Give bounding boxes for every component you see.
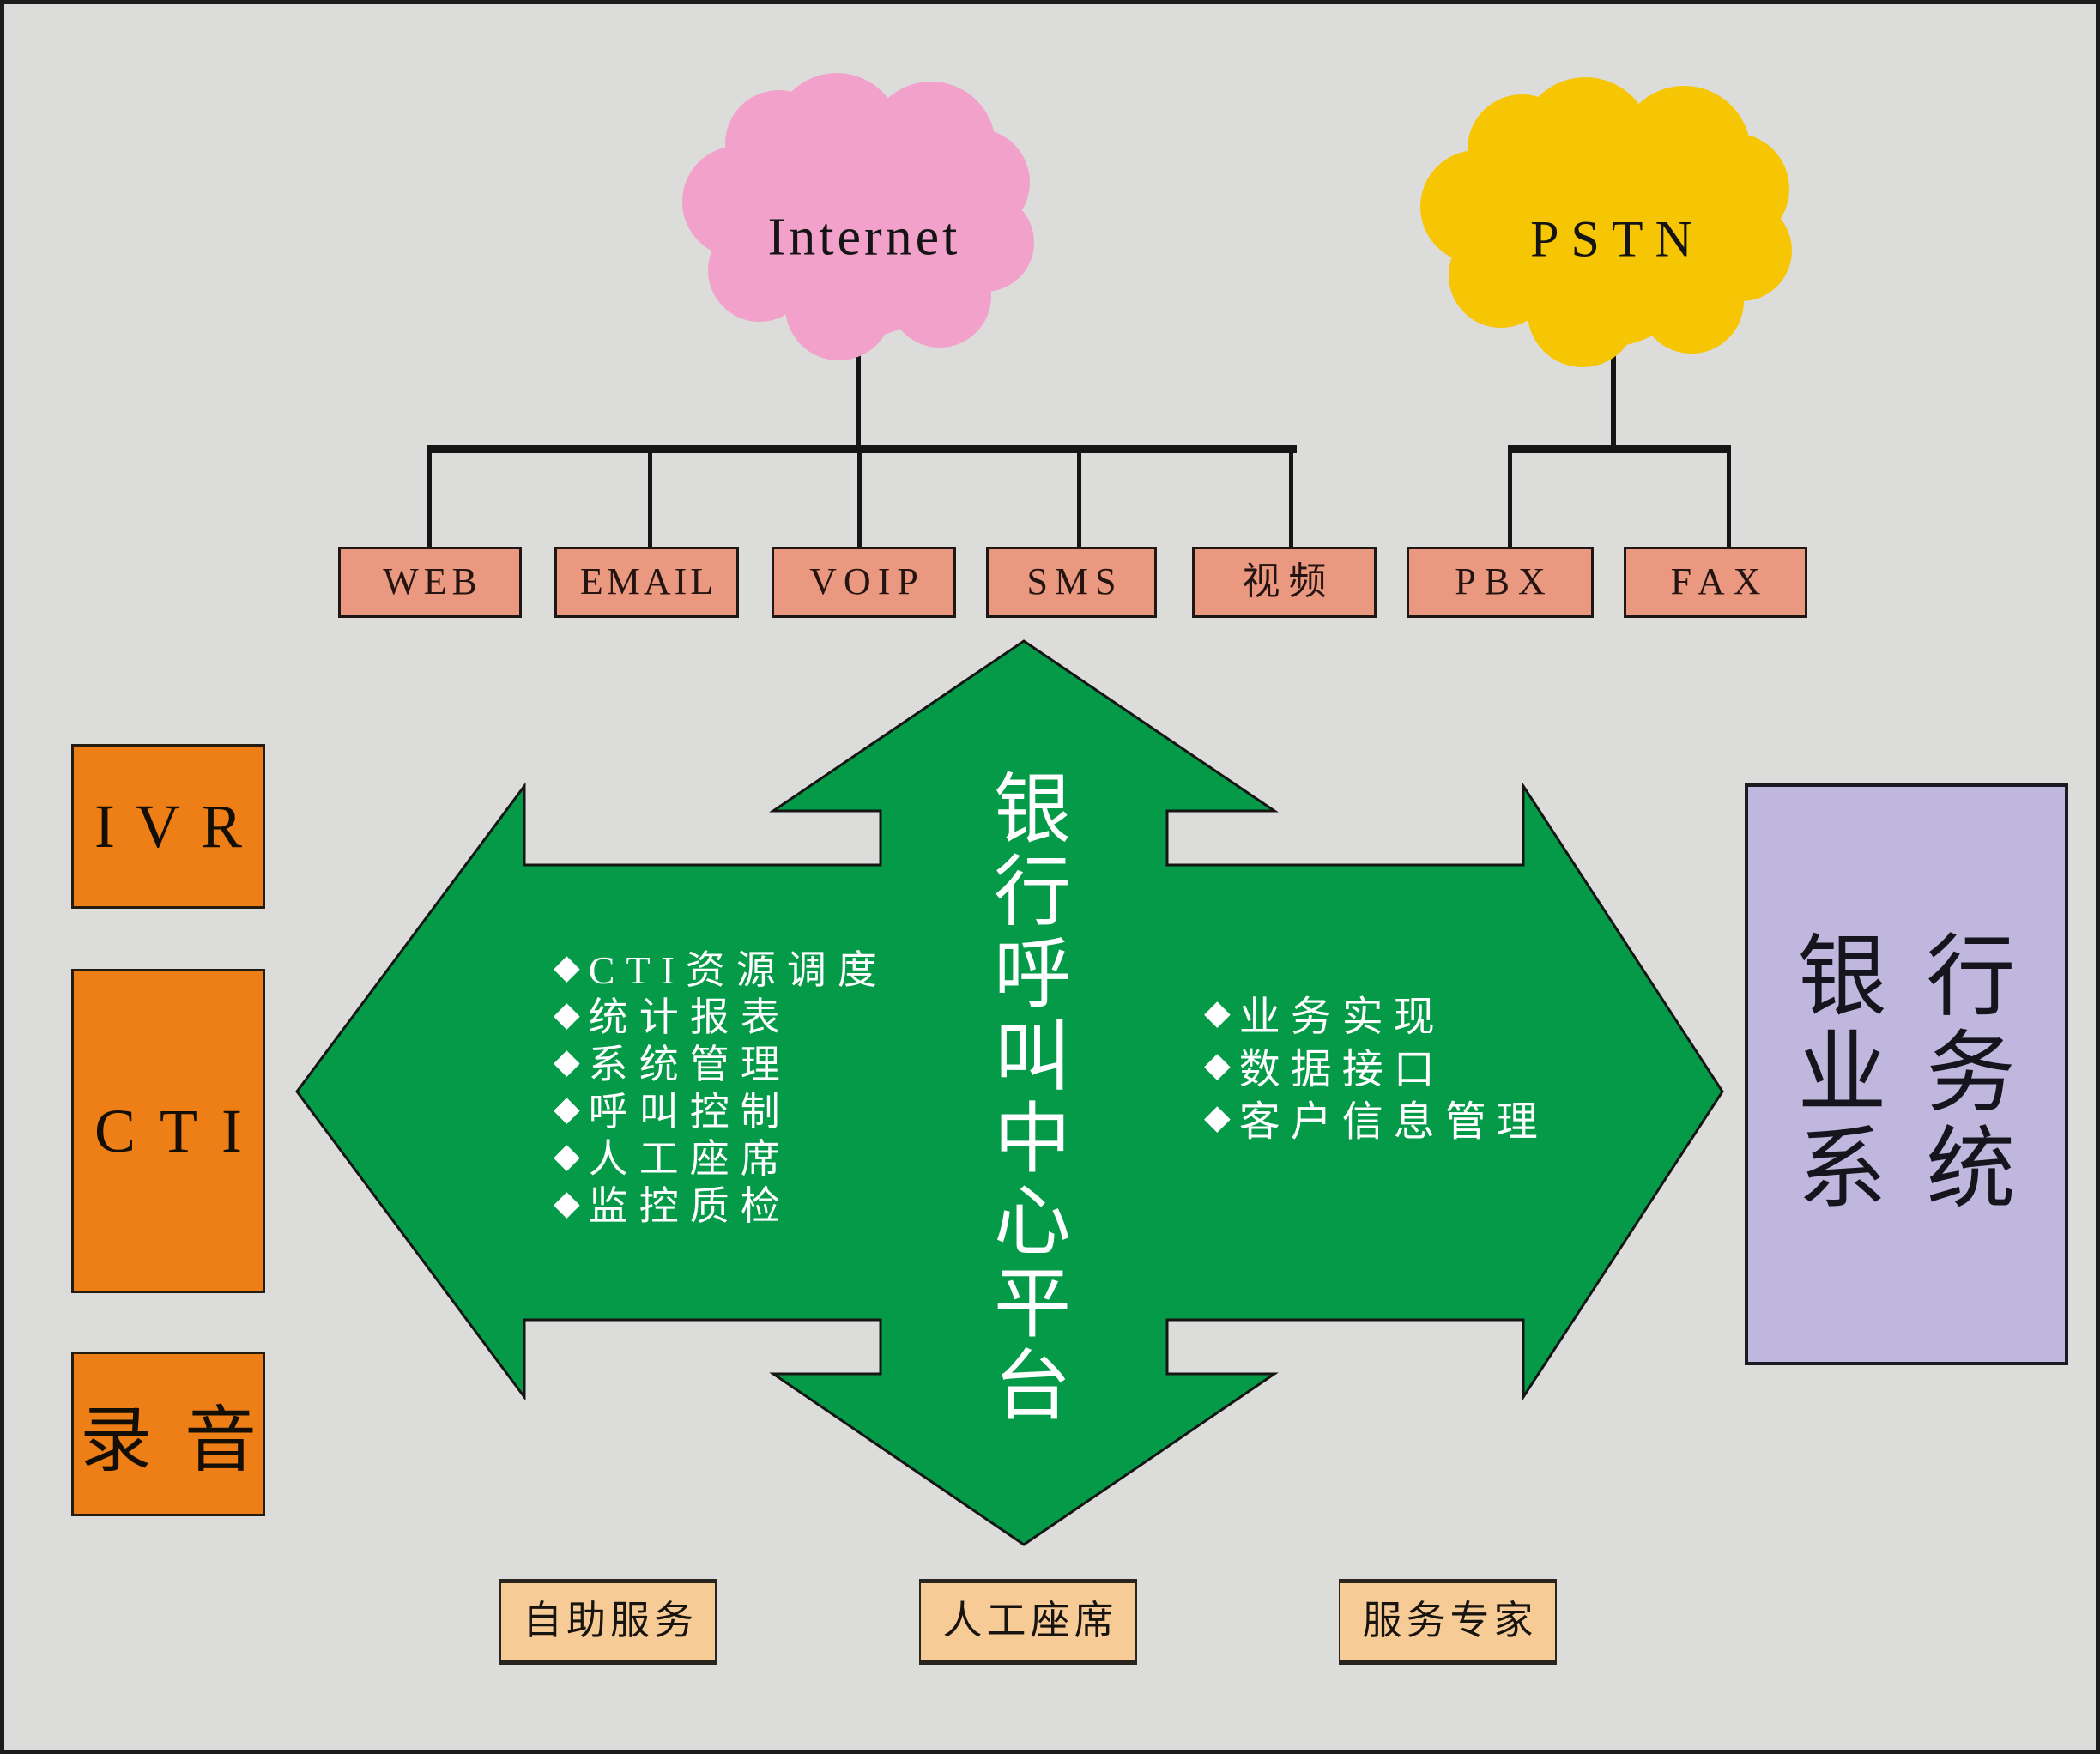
pstn-stem-line xyxy=(1611,354,1616,452)
bank-system-row: 系统 xyxy=(1797,1121,2055,1219)
bank-system-box: 银行 业务 系统 xyxy=(1745,783,2068,1365)
diamond-bullet-icon: ◆ xyxy=(554,1088,580,1128)
service-box-self-service: 自助服务 xyxy=(499,1579,717,1665)
feature-item: ◆ 客户信息管理 xyxy=(1204,1091,1548,1145)
internet-bus-line xyxy=(427,445,1297,453)
drop-line-fax xyxy=(1727,452,1731,548)
feature-item-label: 人工座席 xyxy=(588,1136,791,1181)
feature-item: ◆ CTI资源调度 xyxy=(554,943,888,992)
feature-item: ◆ 系统管理 xyxy=(554,1037,888,1086)
drop-line-sms xyxy=(1077,452,1081,548)
feature-item-label: CTI资源调度 xyxy=(588,947,888,992)
feature-item: ◆ 呼叫控制 xyxy=(554,1085,888,1134)
diamond-bullet-icon: ◆ xyxy=(554,994,580,1034)
platform-left-features: ◆ CTI资源调度 ◆ 统计报表 ◆ 系统管理 ◆ 呼叫控制 ◆ 人工座席 ◆ … xyxy=(554,943,888,1228)
drop-line-web xyxy=(427,452,432,548)
feature-item: ◆ 监控质检 xyxy=(554,1179,888,1228)
feature-item: ◆ 数据接口 xyxy=(1204,1038,1548,1092)
channel-box-web: WEB xyxy=(338,547,522,618)
diamond-bullet-icon: ◆ xyxy=(1204,992,1231,1032)
feature-item-label: 业务实现 xyxy=(1238,994,1445,1040)
service-box-agent: 人工座席 xyxy=(919,1579,1137,1665)
diamond-bullet-icon: ◆ xyxy=(1204,1044,1231,1085)
module-box-cti-label: CTI xyxy=(94,1096,266,1165)
pstn-bus-line xyxy=(1508,445,1731,453)
feature-item: ◆ 业务实现 xyxy=(1204,986,1548,1040)
channel-box-email: EMAIL xyxy=(554,547,739,618)
module-box-cti: CTI xyxy=(71,969,265,1293)
pstn-cloud: PSTN xyxy=(1420,77,1798,373)
bank-system-row: 业务 xyxy=(1797,1025,2055,1123)
internet-stem-line xyxy=(856,354,861,452)
feature-item: ◆ 统计报表 xyxy=(554,990,888,1039)
feature-item-label: 监控质检 xyxy=(588,1183,791,1228)
feature-item: ◆ 人工座席 xyxy=(554,1132,888,1181)
diamond-bullet-icon: ◆ xyxy=(554,1182,580,1223)
feature-item-label: 统计报表 xyxy=(588,995,791,1039)
internet-cloud: Internet xyxy=(682,73,1038,373)
feature-item-label: 系统管理 xyxy=(588,1042,791,1086)
channel-box-pbx: PBX xyxy=(1407,547,1594,618)
platform-right-features: ◆ 业务实现 ◆ 数据接口 ◆ 客户信息管理 xyxy=(1204,986,1548,1145)
platform-title: 银行呼叫中心平台 xyxy=(982,768,1067,1427)
diamond-bullet-icon: ◆ xyxy=(1204,1097,1231,1137)
module-box-recording-label: 录音 xyxy=(80,1400,290,1481)
pstn-cloud-label: PSTN xyxy=(1530,210,1704,268)
drop-line-pbx xyxy=(1508,452,1512,548)
bank-system-row: 银行 xyxy=(1797,928,2055,1027)
channel-box-sms: SMS xyxy=(986,547,1157,618)
diamond-bullet-icon: ◆ xyxy=(554,947,580,987)
drop-line-email xyxy=(648,452,652,548)
service-box-expert: 服务专家 xyxy=(1339,1579,1557,1665)
feature-item-label: 客户信息管理 xyxy=(1238,1098,1548,1145)
feature-item-label: 呼叫控制 xyxy=(588,1089,791,1134)
internet-cloud-label: Internet xyxy=(767,208,961,266)
channel-box-fax: FAX xyxy=(1624,547,1807,618)
module-box-ivr: IVR xyxy=(71,744,265,909)
drop-line-voip xyxy=(857,452,862,548)
cloud-puff xyxy=(747,124,961,339)
channel-box-video: 视频 xyxy=(1192,547,1377,618)
drop-line-video xyxy=(1289,452,1293,548)
diamond-bullet-icon: ◆ xyxy=(554,1041,580,1081)
platform-arrow-shape xyxy=(295,639,1724,1546)
platform-arrow xyxy=(295,639,1724,1546)
diamond-bullet-icon: ◆ xyxy=(554,1135,580,1176)
channel-box-voip: VOIP xyxy=(772,547,956,618)
cloud-puff xyxy=(1493,129,1712,348)
feature-item-label: 数据接口 xyxy=(1238,1046,1445,1092)
module-box-recording: 录音 xyxy=(71,1352,265,1516)
module-box-ivr-label: IVR xyxy=(94,791,263,861)
